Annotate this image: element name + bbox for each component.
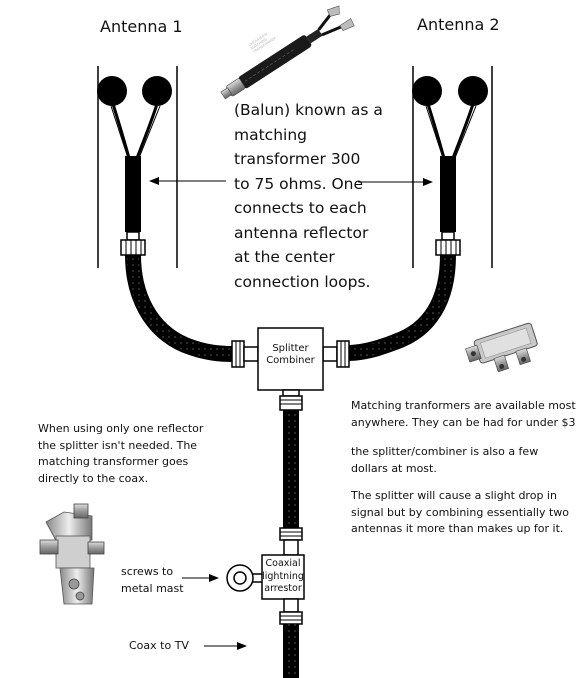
arrestor-ground-lug: [226, 564, 262, 592]
coax-to-tv-label: Coax to TV: [129, 639, 189, 652]
splitter-photo: [465, 322, 538, 373]
splitter-fitting-right: [322, 340, 350, 368]
lightning-arrestor-label: Coaxial lightning arrestor: [262, 558, 304, 594]
antenna-1-label: Antenna 1: [100, 17, 183, 36]
antenna-1-reflector: [97, 66, 178, 268]
balun-2: [435, 156, 461, 256]
coax-main-upper: [283, 410, 299, 528]
coax-cable-right: [347, 254, 456, 361]
splitter-cost-note: the splitter/combiner is also a few doll…: [351, 445, 539, 475]
screws-to-mast-note: screws to metal mast: [121, 565, 184, 595]
splitter-fitting-bottom: [279, 389, 303, 411]
splitter-fitting-left: [231, 340, 259, 368]
antenna-2-reflector: [412, 66, 493, 268]
antenna-2-label: Antenna 2: [417, 15, 500, 34]
balun-description: (Balun) known as a matching transformer …: [234, 101, 383, 291]
splitter-combiner-label: Splitter Combiner: [266, 343, 315, 366]
signal-note: The splitter will cause a slight drop in…: [351, 489, 570, 535]
coax-cable-left: [125, 254, 235, 362]
splitter-box: [257, 327, 324, 391]
balun-photo: [220, 5, 355, 100]
arrestor-photo: [39, 503, 105, 605]
arrestor-fitting-top: [279, 527, 303, 556]
arrestor-fitting-bottom: [279, 598, 303, 625]
one-reflector-note: When using only one reflector the splitt…: [38, 422, 204, 485]
availability-note: Matching tranformers are available most …: [351, 399, 576, 429]
coax-main-lower: [283, 624, 299, 678]
balun-1: [120, 156, 146, 256]
arrestor-box: [261, 554, 305, 600]
